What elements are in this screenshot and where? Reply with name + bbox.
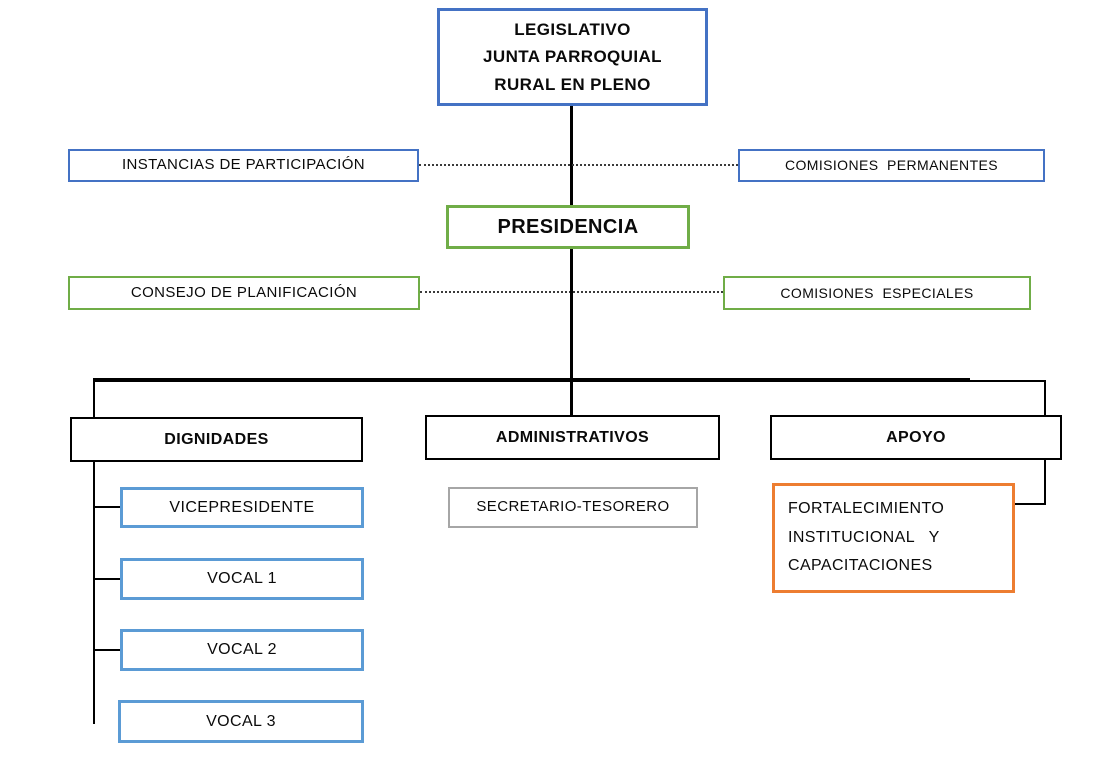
connector-dotted-participacion [419, 164, 738, 166]
connector-bar-to-apoyo [1044, 380, 1046, 417]
node-fortalecimiento-institucional: FORTALECIMIENTO INSTITUCIONAL Y CAPACITA… [772, 483, 1015, 593]
connector-presidencia-to-bar [570, 249, 573, 415]
node-presidencia: PRESIDENCIA [446, 205, 690, 249]
connector-apoyo-rail [1044, 460, 1046, 505]
node-dignidades: DIGNIDADES [70, 417, 363, 462]
connector-stub-vocal-1 [93, 578, 120, 580]
node-vicepresidente: VICEPRESIDENTE [120, 487, 364, 528]
node-instancias-participacion: INSTANCIAS DE PARTICIPACIÓN [68, 149, 419, 182]
connector-stub-vicepresidente [93, 506, 120, 508]
node-legislativo-junta-parroquial: LEGISLATIVO JUNTA PARROQUIAL RURAL EN PL… [437, 8, 708, 106]
node-secretario-tesorero: SECRETARIO-TESORERO [448, 487, 698, 528]
node-administrativos: ADMINISTRATIVOS [425, 415, 720, 460]
node-vocal-2: VOCAL 2 [120, 629, 364, 671]
connector-stub-fortalecimiento [1015, 503, 1046, 505]
connector-bar-to-dignidades [93, 380, 95, 417]
connector-horizontal-bar [93, 378, 970, 382]
node-comisiones-permanentes: COMISIONES PERMANENTES [738, 149, 1045, 182]
node-apoyo: APOYO [770, 415, 1062, 460]
connector-bar-extension-right [968, 380, 1046, 382]
connector-dignidades-rail [93, 462, 95, 724]
node-consejo-planificacion: CONSEJO DE PLANIFICACIÓN [68, 276, 420, 310]
connector-top-to-presidencia [570, 106, 573, 205]
node-vocal-1: VOCAL 1 [120, 558, 364, 600]
connector-stub-vocal-2 [93, 649, 120, 651]
node-comisiones-especiales: COMISIONES ESPECIALES [723, 276, 1031, 310]
node-vocal-3: VOCAL 3 [118, 700, 364, 743]
